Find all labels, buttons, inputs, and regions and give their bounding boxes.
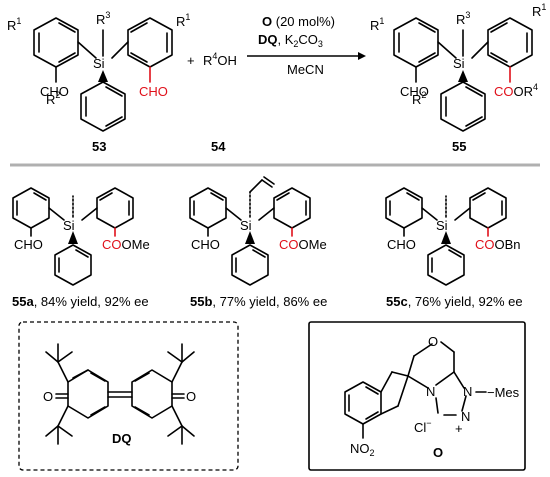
si-label: Si [93,56,105,71]
product-r1-right-label: R1 [532,2,546,19]
product-55: R1 R1 R3 Si CHO COOR4 R2 55 [370,2,546,154]
example-55b: Si CHO COOMe [189,176,327,286]
compound-id-55: 55 [452,139,466,154]
example-55c-cho: CHO [387,237,416,252]
compound-id-53: 53 [92,139,106,154]
r3-label: R3 [96,10,110,27]
dq-box [18,321,239,471]
example-55b-ester: COOMe [279,237,327,252]
substrate-bottom-aryl-ring [80,81,126,132]
catalyst-ring-oxygen: O [428,334,438,349]
plus-sign: + [187,53,195,68]
dq-left-oxygen: O [43,389,53,404]
example-55a-caption: 55a, 84% yield, 92% ee [12,294,149,309]
product-r2-label: R2 [412,90,426,107]
tbu-group [167,405,195,445]
right-cho-label: CHO [139,84,168,99]
catalyst-chloride: Cl− [414,418,432,435]
catalyst-mes-label: −Mes [487,385,520,400]
catalyst-box [308,321,526,471]
oxidant-base-condition: DQ, K2CO3 [258,32,323,49]
tbu-group [167,343,195,383]
si-left-bond [77,41,97,59]
si-wedge-bond [98,70,108,82]
tbu-group [45,343,73,383]
example-55b-si: Si [240,218,252,233]
catalyst-plus-charge: + [455,421,463,436]
product-r1-left-label: R1 [370,16,384,33]
example-55a: Si CHO COOMe [12,187,150,286]
substrate-right-aryl-ring [127,17,173,68]
product-right-aryl-ring [487,17,533,68]
solvent-condition: MeCN [287,62,324,77]
example-55a-cho: CHO [14,237,43,252]
catalyst-condition: O (20 mol%) [262,14,335,29]
substrate-left-aryl-ring [33,17,79,68]
dq-label: DQ [112,431,132,446]
product-cho-label: CHO [400,84,429,99]
catalyst-structure: O N N N + −Mes Cl− NO2 [344,334,520,458]
tbu-group [45,405,73,445]
reaction-arrow [247,52,366,60]
catalyst-n-left: N [426,384,435,399]
product-si-label: Si [453,56,465,71]
r1-left-label: R1 [7,16,21,33]
catalyst-n-right: N [463,384,472,399]
example-55c: Si CHO COOBn [385,187,521,286]
r1-right-label: R1 [176,12,190,29]
alcohol-label: R4OH [203,51,237,68]
compound-id-54: 54 [211,139,226,154]
example-55c-si: Si [436,218,448,233]
product-left-aryl-ring [393,17,439,68]
product-r3-label: R3 [456,10,470,27]
si-right-bond [111,41,129,59]
example-55b-cho: CHO [191,237,220,252]
catalyst-nitro-group: NO2 [350,441,375,458]
substrate-53: R1 R1 R3 Si CHO CHO R2 53 [7,10,190,154]
example-55c-caption: 55c, 76% yield, 92% ee [386,294,523,309]
catalyst-n-plus: N [461,409,470,424]
example-55a-ester: COOMe [102,237,150,252]
dq-structure: O O [43,343,196,445]
example-55a-si: Si [63,218,75,233]
catalyst-label: O [433,445,443,460]
product-bottom-aryl-ring [440,81,486,132]
left-cho-label: CHO [40,84,69,99]
r2-label: R2 [46,90,60,107]
dq-right-oxygen: O [186,389,196,404]
example-55b-caption: 55b, 77% yield, 86% ee [190,294,327,309]
example-55c-ester: COOBn [475,237,521,252]
product-ester-label: COOR4 [494,82,538,99]
